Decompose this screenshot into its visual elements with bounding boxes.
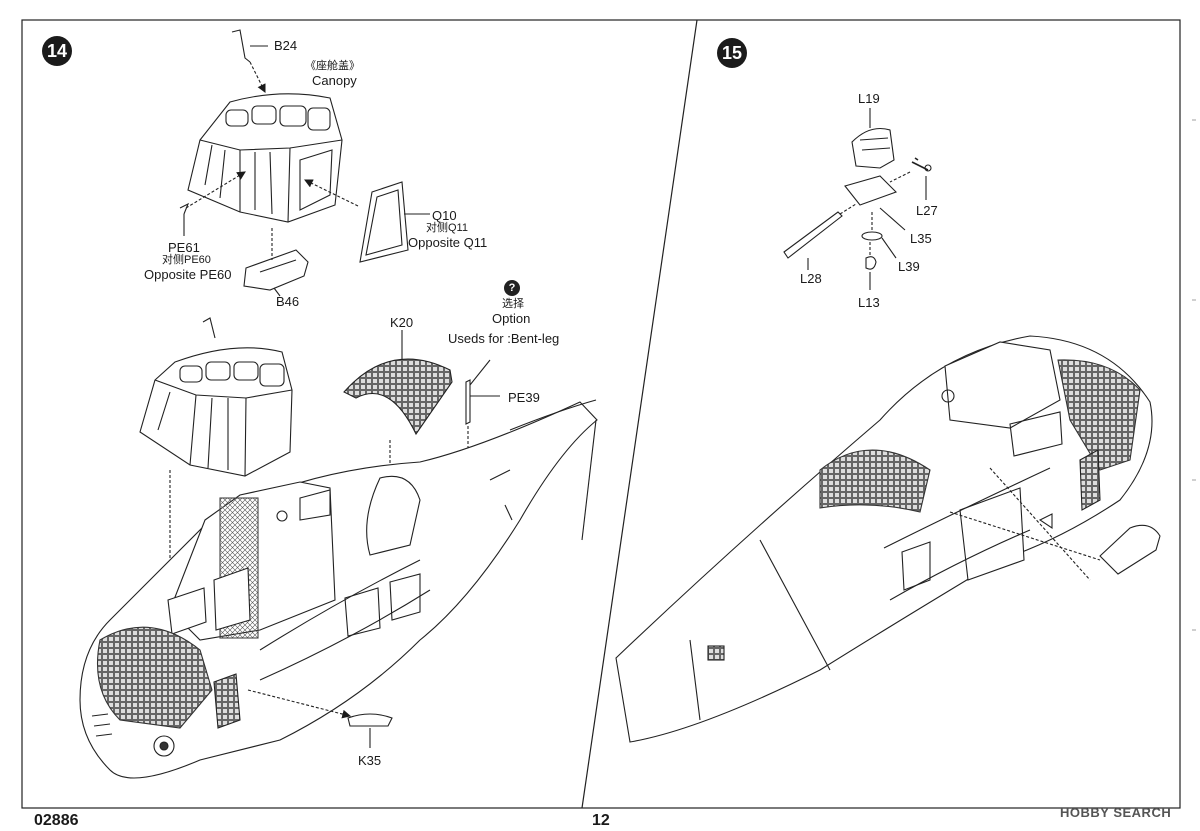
label-pe61: PE61	[168, 240, 200, 255]
label-pe60-cn: 对侧PE60	[162, 254, 211, 266]
label-q11-en: Opposite Q11	[408, 235, 488, 250]
label-canopy-en: Canopy	[312, 73, 357, 88]
part-k35	[347, 713, 393, 727]
step-divider	[581, 19, 698, 809]
part-pe39	[465, 379, 471, 425]
part-canopy-placed	[139, 317, 293, 477]
page-frame	[21, 19, 1181, 809]
page-number: 12	[592, 812, 610, 829]
fuselage-step15	[615, 335, 1153, 743]
label-q10: Q10	[432, 208, 457, 223]
label-l19: L19	[858, 91, 880, 106]
label-l28: L28	[800, 271, 822, 286]
part-k20	[343, 358, 453, 436]
label-used-for: Useds for :Bent-leg	[448, 331, 560, 346]
label-l27: L27	[916, 203, 938, 218]
part-l35	[844, 175, 898, 206]
part-l28	[783, 211, 843, 259]
fuselage-step14	[79, 399, 598, 779]
step14-art	[79, 29, 598, 779]
option-badge-icon: ?	[504, 280, 520, 296]
step-15-badge: 15	[717, 38, 747, 68]
part-q10	[359, 181, 409, 263]
label-option-cn: 选择	[502, 298, 524, 310]
step15-art	[615, 108, 1161, 743]
step-14-badge: 14	[42, 36, 72, 66]
label-l13: L13	[858, 295, 880, 310]
label-option-en: Option	[492, 311, 531, 326]
label-l35: L35	[910, 231, 932, 246]
label-b46: B46	[276, 294, 300, 309]
part-l27	[911, 157, 929, 171]
part-b46	[243, 249, 309, 291]
label-l39: L39	[898, 259, 920, 274]
label-b24: B24	[274, 38, 298, 53]
label-k35: K35	[358, 753, 382, 768]
label-pe60-en: Opposite PE60	[144, 267, 232, 282]
watermark: HOBBY SEARCH	[1060, 805, 1172, 820]
product-code: 02886	[34, 812, 79, 829]
part-l13	[865, 256, 877, 270]
label-pe39: PE39	[508, 390, 540, 405]
part-canopy-exploded	[187, 93, 343, 223]
label-q11-cn: 对侧Q11	[426, 222, 468, 234]
part-b24	[231, 29, 251, 63]
part-pe61	[179, 202, 190, 215]
crop-marks	[1192, 119, 1196, 631]
part-assembly-attached	[1099, 524, 1161, 575]
label-canopy-cn: 《座舱盖》	[305, 60, 360, 72]
label-k20: K20	[390, 315, 414, 330]
part-l39	[861, 231, 883, 241]
